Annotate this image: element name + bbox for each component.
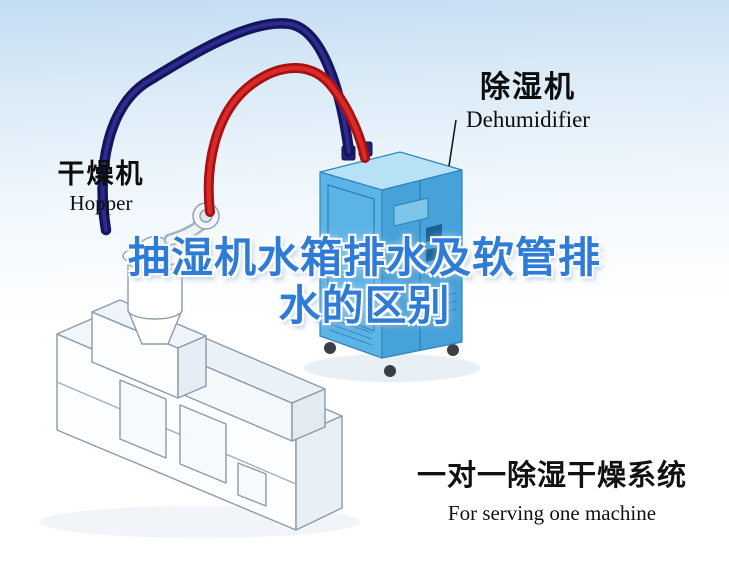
main-title: 抽湿机水箱排水及软管排 水的区别 <box>0 234 729 331</box>
hopper-label-cn: 干燥机 <box>57 159 145 189</box>
extruder-machine-drawing <box>40 299 360 538</box>
dehumidifier-label: 除湿机 Dehumidifier <box>448 72 608 132</box>
bottom-caption: 一对一除湿干燥系统 For serving one machine <box>407 452 697 526</box>
dehumidifier-pointer-line <box>448 119 457 167</box>
bottom-caption-cn: 一对一除湿干燥系统 <box>416 460 687 492</box>
dehumidifier-casters <box>324 342 459 377</box>
side-vents <box>429 292 457 317</box>
bottom-caption-en: For serving one machine <box>447 501 657 525</box>
navy-hose <box>97 18 355 236</box>
hopper-label-en: Hopper <box>69 191 133 216</box>
hopper-dryer-drawing <box>122 202 220 345</box>
main-title-line1: 抽湿机水箱排水及软管排 <box>127 234 601 281</box>
main-title-line2: 水的区别 <box>278 282 451 330</box>
dehumidifier-drawing <box>304 141 480 382</box>
dehumidifier-label-en: Dehumidifier <box>466 106 590 132</box>
hopper-label: 干燥机 Hopper <box>42 160 160 215</box>
vent-grille <box>329 317 373 346</box>
red-hose <box>203 63 370 217</box>
dehumidifier-label-cn: 除湿机 <box>480 71 576 104</box>
